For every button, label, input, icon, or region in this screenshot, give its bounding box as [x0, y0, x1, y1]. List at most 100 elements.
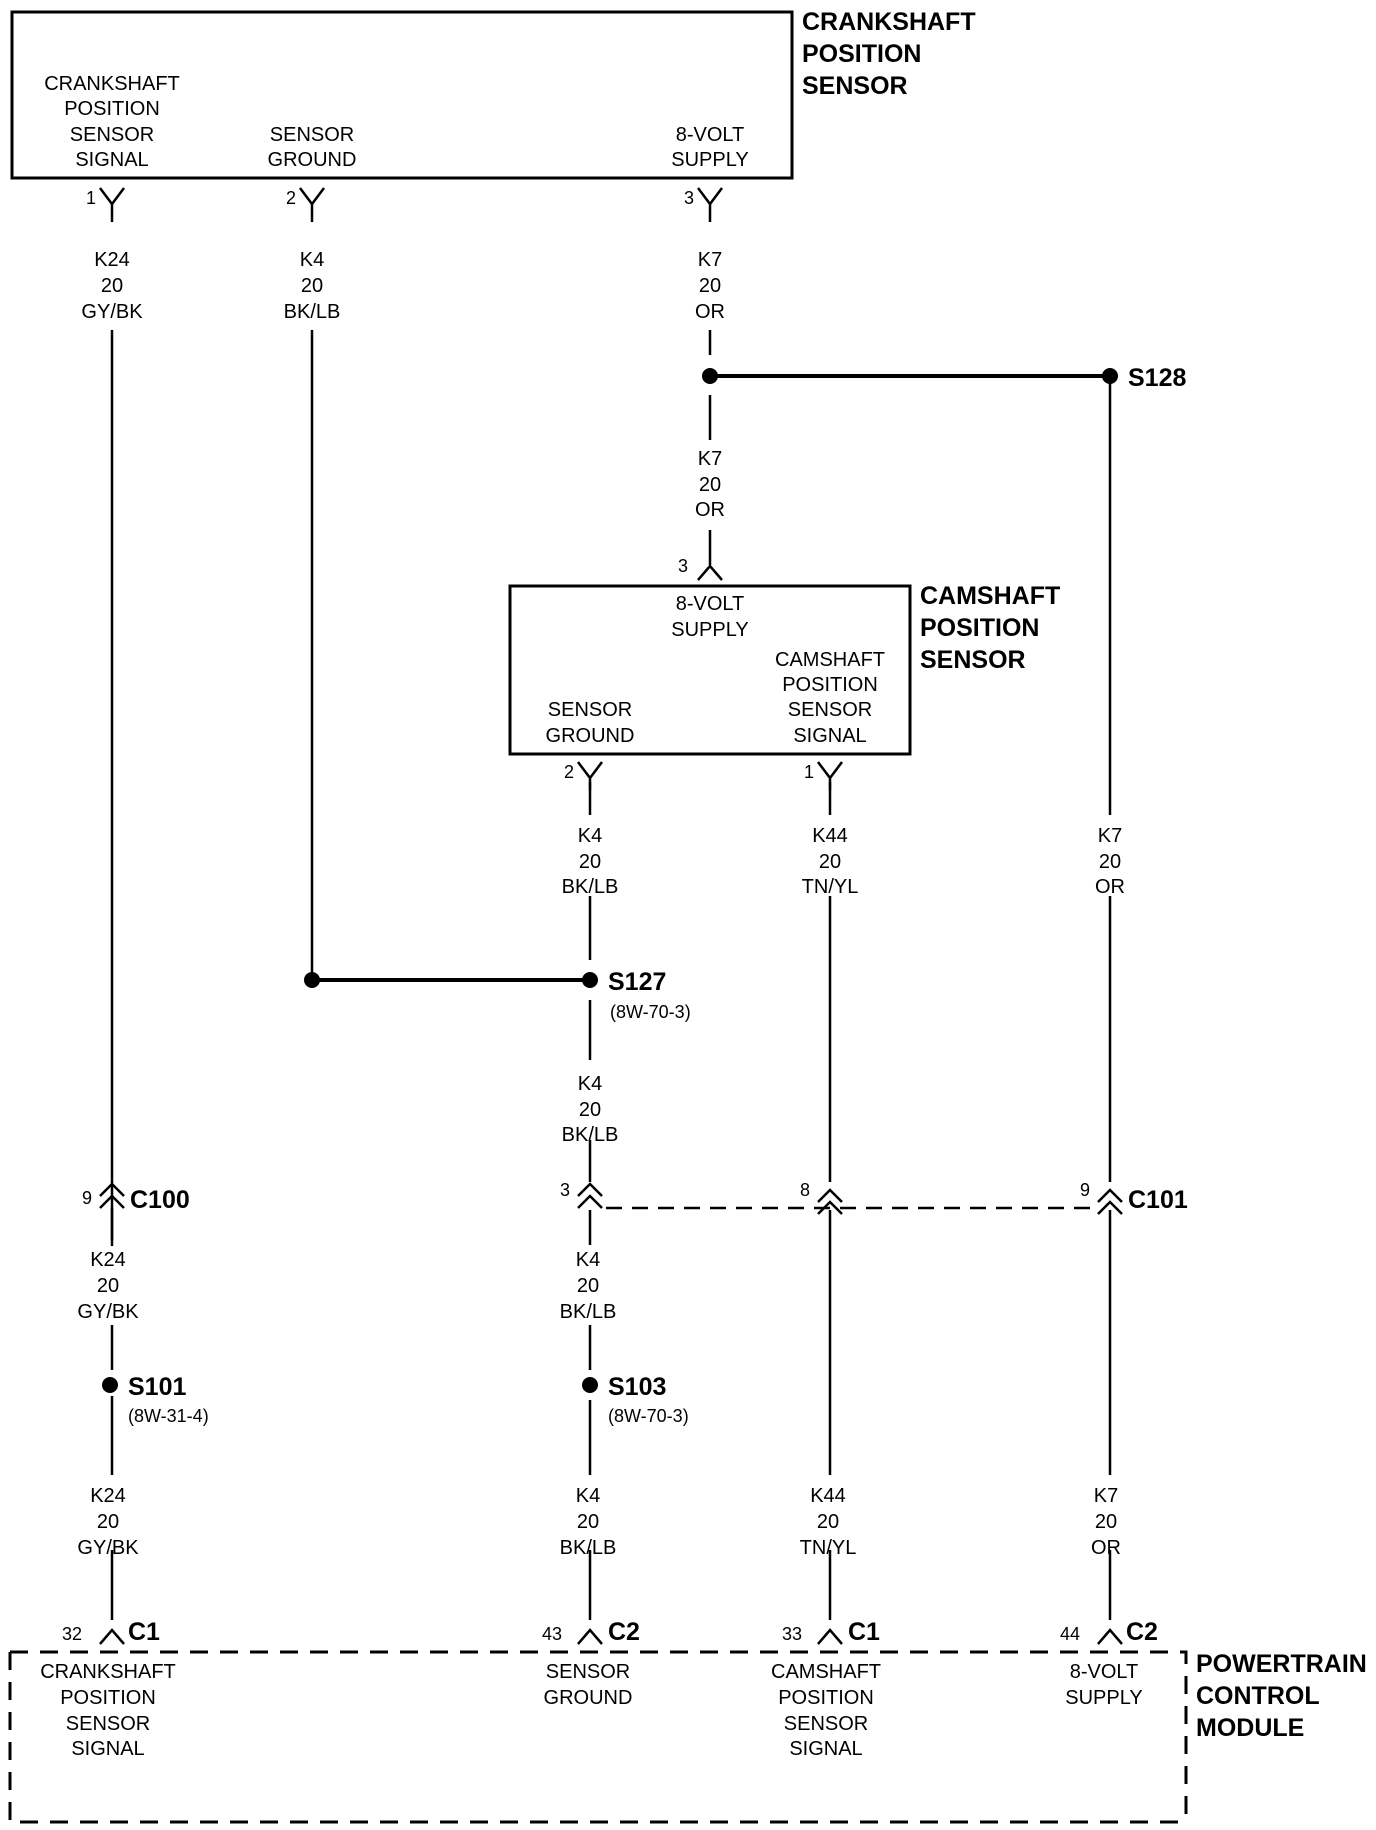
camshaft-sensor-title-2: POSITION [920, 614, 1039, 642]
crank-pin1-label-3: SENSOR [70, 124, 154, 146]
crank-pin2-number: 2 [286, 188, 296, 208]
wire-k44-cam-color: TN/YL [802, 876, 859, 898]
mid-lower-labels: K24 20 GY/BK K4 20 BK/LB [77, 1249, 616, 1323]
wire-k4-cam-color: BK/LB [562, 876, 619, 898]
pcm-pin32-terminal [99, 1628, 125, 1645]
pcm-pin33-label-2: POSITION [778, 1687, 874, 1709]
c101-pin3-symbol [577, 1182, 603, 1209]
crank-wire-labels: K24 20 GY/BK K4 20 BK/LB K7 20 OR [81, 249, 725, 323]
wire-k4-c101-color: BK/LB [560, 1301, 617, 1323]
cam-pin1-label-3: SENSOR [788, 699, 872, 721]
splice-s128: S128 [702, 364, 1186, 392]
wire-k7-bottom-circuit: K7 [1094, 1485, 1118, 1507]
splice-s103: S103 (8W-70-3) [582, 1373, 689, 1426]
splice-s127-label: S127 [608, 968, 666, 996]
cam-pin1-label-1: CAMSHAFT [775, 649, 885, 671]
pcm-title-2: CONTROL [1196, 1682, 1320, 1710]
c101-pin8-symbol [817, 1188, 843, 1215]
crankshaft-sensor-box [10, 10, 794, 180]
splice-s101-label: S101 [128, 1373, 186, 1401]
pcm-pin32-number: 32 [62, 1624, 82, 1644]
cam-wire-labels: K4 20 BK/LB K44 20 TN/YL K7 20 OR [562, 825, 1125, 898]
pcm-pin44-number: 44 [1060, 1624, 1080, 1644]
crank-pin1-number: 1 [86, 188, 96, 208]
pcm-pin32-label-4: SIGNAL [71, 1738, 144, 1760]
pcm-pin33-terminal [817, 1628, 843, 1645]
k7-mid-labels: K7 20 OR [695, 448, 725, 521]
crank-pin3-label-2: SUPPLY [671, 149, 748, 171]
pcm-pin43-connector: C2 [608, 1618, 640, 1646]
wire-k24-bottom-gauge: 20 [97, 1511, 119, 1533]
wire-k24-c100-gauge: 20 [97, 1275, 119, 1297]
crank-pin1-label-4: SIGNAL [75, 149, 148, 171]
crankshaft-position-sensor: CRANKSHAFT POSITION SENSOR CRANKSHAFT PO… [10, 8, 976, 222]
wire-k4-top-circuit: K4 [300, 249, 324, 271]
splice-s101-dot [102, 1377, 118, 1393]
crank-pin1-label-1: CRANKSHAFT [44, 73, 180, 95]
wire-k4-s127-color: BK/LB [562, 1124, 619, 1146]
wire-k7-mid-circuit: K7 [698, 448, 722, 470]
wire-k24-c100-color: GY/BK [77, 1301, 139, 1323]
pcm-pin32-label-1: CRANKSHAFT [40, 1661, 176, 1683]
wire-k4-top-color: BK/LB [284, 301, 341, 323]
c101-pin9-number: 9 [1080, 1180, 1090, 1200]
splice-s103-dot [582, 1377, 598, 1393]
crank-pin1-label-2: POSITION [64, 98, 160, 120]
wire-k7-top-color: OR [695, 301, 725, 323]
cam-pin3-terminal [697, 564, 723, 581]
splice-s127-ref: (8W-70-3) [610, 1002, 691, 1022]
cam-pin2-terminal [577, 761, 603, 790]
camshaft-sensor-title-3: SENSOR [920, 646, 1026, 674]
wire-k4-s127-gauge: 20 [579, 1099, 601, 1121]
wire-k44-bottom-gauge: 20 [817, 1511, 839, 1533]
wire-k24-c100-circuit: K24 [90, 1249, 126, 1271]
splice-s127-dot [582, 972, 598, 988]
pcm-pin44-label-1: 8-VOLT [1070, 1661, 1139, 1683]
splice-s127-left-dot [304, 972, 320, 988]
cam-pin3-label-1: 8-VOLT [676, 593, 745, 615]
wire-k7-top-circuit: K7 [698, 249, 722, 271]
wire-k4-bottom-color: BK/LB [560, 1537, 617, 1559]
pcm-pin43-label-2: GROUND [544, 1687, 633, 1709]
powertrain-control-module: POWERTRAIN CONTROL MODULE 32 C1 43 C2 33… [8, 1618, 1367, 1824]
wire-k24-bottom-circuit: K24 [90, 1485, 126, 1507]
c100-terminal-symbol [99, 1178, 125, 1240]
pcm-pin33-label-4: SIGNAL [789, 1738, 862, 1760]
pcm-pin44-connector: C2 [1126, 1618, 1158, 1646]
crankshaft-sensor-title-2: POSITION [802, 40, 921, 68]
camshaft-sensor-title-1: CAMSHAFT [920, 582, 1060, 610]
camshaft-position-sensor: 3 CAMSHAFT POSITION SENSOR 8-VOLT SUPPLY… [508, 556, 1060, 790]
cam-pin3-number: 3 [678, 556, 688, 576]
wire-k4-s127-circuit: K4 [578, 1073, 602, 1095]
splice-s127: S127 (8W-70-3) [304, 968, 691, 1022]
cam-pin2-label-2: GROUND [546, 725, 635, 747]
crankshaft-sensor-title-1: CRANKSHAFT [802, 8, 976, 36]
wire-k7-top-gauge: 20 [699, 275, 721, 297]
wire-k7-mid-gauge: 20 [699, 474, 721, 496]
wire-k4-cam-gauge: 20 [579, 851, 601, 873]
wire-k7-bottom-color: OR [1091, 1537, 1121, 1559]
cam-pin1-number: 1 [804, 762, 814, 782]
splice-s128-label: S128 [1128, 364, 1186, 392]
c101-pin8-number: 8 [800, 1180, 810, 1200]
splice-s103-ref: (8W-70-3) [608, 1406, 689, 1426]
crank-pin3-number: 3 [684, 188, 694, 208]
wire-k7-mid-color: OR [695, 499, 725, 521]
wire-k4-c101-circuit: K4 [576, 1249, 600, 1271]
cam-pin2-label-1: SENSOR [548, 699, 632, 721]
crank-pin2-terminal [299, 187, 325, 222]
cam-pin2-number: 2 [564, 762, 574, 782]
wire-k4-top-gauge: 20 [301, 275, 323, 297]
wire-k7-right-gauge: 20 [1099, 851, 1121, 873]
bottom-wire-labels: K24 20 GY/BK K4 20 BK/LB K44 20 TN/YL K7… [77, 1485, 1121, 1559]
wire-k24-top-gauge: 20 [101, 275, 123, 297]
crankshaft-sensor-title-3: SENSOR [802, 72, 908, 100]
crank-pin2-label-2: GROUND [268, 149, 357, 171]
pcm-pin33-label-1: CAMSHAFT [771, 1661, 881, 1683]
pcm-pin32-label-3: SENSOR [66, 1713, 150, 1735]
pcm-pin43-terminal [577, 1628, 603, 1645]
pcm-pin43-number: 43 [542, 1624, 562, 1644]
pcm-pin44-terminal [1097, 1628, 1123, 1645]
connector-c101: 3 8 9 C101 [560, 1180, 1188, 1215]
